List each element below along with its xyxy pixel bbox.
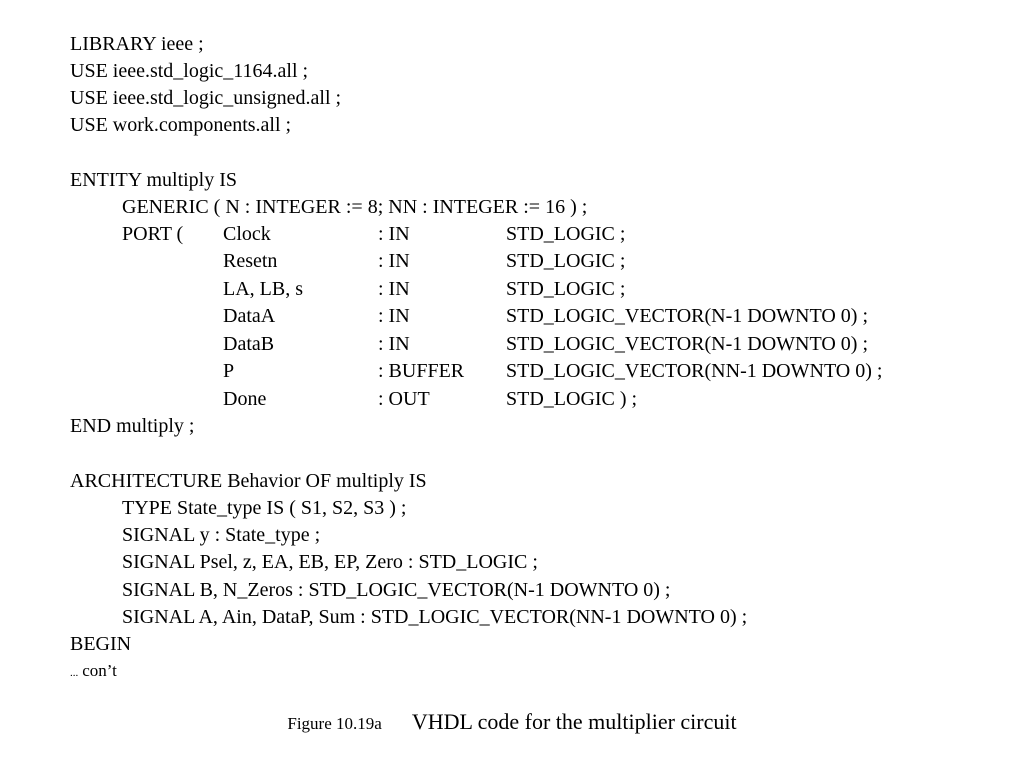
port-mode: : IN <box>378 305 410 327</box>
port-type: STD_LOGIC_VECTOR(N-1 DOWNTO 0) ; <box>506 305 869 327</box>
continuation-dots: ... <box>70 667 79 679</box>
port-row: DataA : IN STD_LOGIC_VECTOR(N-1 DOWNTO 0… <box>0 303 1024 330</box>
port-name: Clock <box>223 223 271 245</box>
code-line-begin: BEGIN <box>70 633 132 655</box>
port-mode: : IN <box>378 223 410 245</box>
code-line-use-components: USE work.components.all ; <box>70 114 292 136</box>
port-row: DataB : IN STD_LOGIC_VECTOR(N-1 DOWNTO 0… <box>0 331 1024 358</box>
code-line-library: LIBRARY ieee ; <box>70 33 204 55</box>
code-line-use-std-logic: USE ieee.std_logic_1164.all ; <box>70 60 309 82</box>
port-mode: : IN <box>378 250 410 272</box>
port-name: Done <box>223 388 267 410</box>
port-name: DataA <box>223 305 276 327</box>
code-line-use-unsigned: USE ieee.std_logic_unsigned.all ; <box>70 87 342 109</box>
port-type: STD_LOGIC_VECTOR(N-1 DOWNTO 0) ; <box>506 333 869 355</box>
port-type: STD_LOGIC ; <box>506 278 626 300</box>
continuation-note: ... con’t <box>70 659 117 683</box>
code-line-type-decl: TYPE State_type IS ( S1, S2, S3 ) ; <box>122 497 407 519</box>
code-line-signal-y: SIGNAL y : State_type ; <box>122 524 321 546</box>
port-type: STD_LOGIC_VECTOR(NN-1 DOWNTO 0) ; <box>506 360 883 382</box>
port-row: Done : OUT STD_LOGIC ) ; <box>0 386 1024 413</box>
port-type: STD_LOGIC ; <box>506 250 626 272</box>
code-line-signal-psel: SIGNAL Psel, z, EA, EB, EP, Zero : STD_L… <box>122 551 538 573</box>
code-line-generic: GENERIC ( N : INTEGER := 8; NN : INTEGER… <box>122 196 588 218</box>
port-name: LA, LB, s <box>223 278 303 300</box>
port-mode: : BUFFER <box>378 360 465 382</box>
figure-caption: Figure 10.19a VHDL code for the multipli… <box>0 707 1024 737</box>
port-type: STD_LOGIC ; <box>506 223 626 245</box>
code-line-signal-a: SIGNAL A, Ain, DataP, Sum : STD_LOGIC_VE… <box>122 606 748 628</box>
figure-title: VHDL code for the multiplier circuit <box>411 709 737 734</box>
port-row: PORT ( Clock : IN STD_LOGIC ; <box>0 221 1024 248</box>
port-row: P : BUFFER STD_LOGIC_VECTOR(NN-1 DOWNTO … <box>0 358 1024 385</box>
port-row: Resetn : IN STD_LOGIC ; <box>0 248 1024 275</box>
port-mode: : OUT <box>378 388 430 410</box>
figure-number: Figure 10.19a <box>287 714 382 733</box>
port-keyword: PORT ( <box>122 223 184 245</box>
continuation-text: con’t <box>82 661 117 680</box>
port-row: LA, LB, s : IN STD_LOGIC ; <box>0 276 1024 303</box>
code-line-end-entity: END multiply ; <box>70 415 195 437</box>
port-type: STD_LOGIC ) ; <box>506 388 638 410</box>
code-line-entity: ENTITY multiply IS <box>70 169 238 191</box>
code-line-architecture: ARCHITECTURE Behavior OF multiply IS <box>70 470 427 492</box>
port-name: Resetn <box>223 250 278 272</box>
port-mode: : IN <box>378 333 410 355</box>
code-line-signal-b: SIGNAL B, N_Zeros : STD_LOGIC_VECTOR(N-1… <box>122 579 671 601</box>
port-name: DataB <box>223 333 275 355</box>
port-mode: : IN <box>378 278 410 300</box>
port-name: P <box>223 360 235 382</box>
